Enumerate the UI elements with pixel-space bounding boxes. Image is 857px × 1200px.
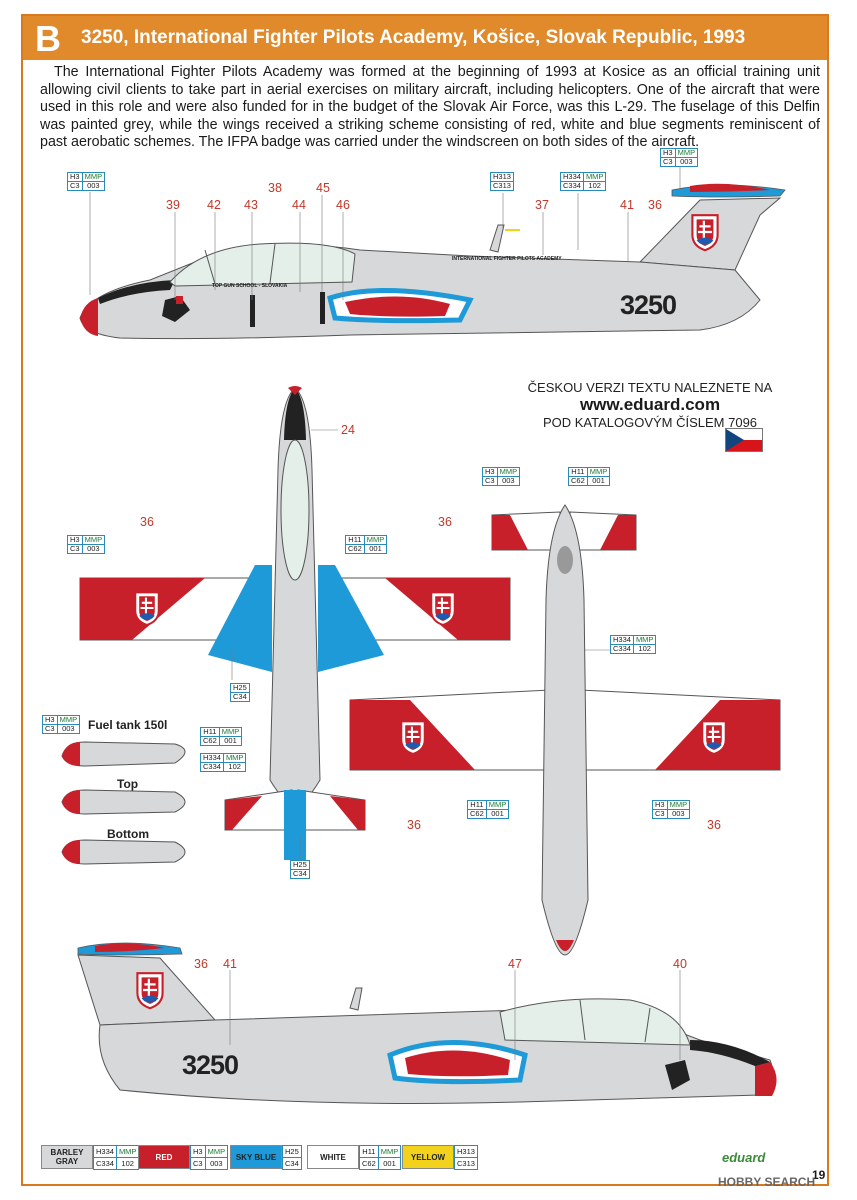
- topgun-marking: TOP GUN SCHOOL - SLOVAKIA: [212, 283, 288, 289]
- callout-number: 36: [407, 818, 421, 832]
- description-text: The International Fighter Pilots Academy…: [40, 64, 820, 150]
- side-profile-right: [77, 942, 777, 1104]
- callout-number: 45: [316, 181, 330, 195]
- legend-swatch: WHITE: [307, 1145, 359, 1169]
- czech-note-line3: POD KATALOGOVÝM ČÍSLEM 7096: [542, 415, 758, 430]
- fuel-tanks: [61, 741, 186, 865]
- callout-number: 43: [244, 198, 258, 212]
- profile-title: 3250, International Fighter Pilots Acade…: [81, 27, 746, 48]
- callout-number: 36: [707, 818, 721, 832]
- legend-swatch: YELLOW: [402, 1145, 454, 1169]
- profile-header: B 3250, International Fighter Pilots Aca…: [23, 16, 827, 60]
- callout-number: 36: [438, 515, 452, 529]
- fuel-tank-label: Fuel tank 150l: [88, 718, 168, 732]
- page-number: 19: [812, 1168, 826, 1182]
- tank-bottom-label: Bottom: [107, 827, 149, 841]
- profile-letter: B: [35, 18, 61, 59]
- side-profile-left: [79, 183, 786, 340]
- legend-swatch: BARLEY GRAY: [41, 1145, 93, 1169]
- serial-number-right: 3250: [182, 1050, 239, 1080]
- serial-number-left: 3250: [620, 290, 677, 320]
- bottom-view: [349, 504, 781, 956]
- czech-note-line1: ČESKOU VERZI TEXTU NALEZNETE NA: [527, 380, 773, 395]
- page-frame: [21, 14, 829, 1186]
- legend-swatch: SKY BLUE: [230, 1145, 282, 1169]
- callout-number: 44: [292, 198, 306, 212]
- callout-number: 39: [166, 198, 180, 212]
- czech-note: ČESKOU VERZI TEXTU NALEZNETE NA www.edua…: [520, 380, 780, 430]
- callout-number: 41: [620, 198, 634, 212]
- callout-number: 37: [535, 198, 549, 212]
- callout-number: 46: [336, 198, 350, 212]
- tank-top-label: Top: [117, 777, 139, 791]
- callout-number: 38: [268, 181, 282, 195]
- callout-number: 41: [223, 957, 237, 971]
- callout-number: 36: [648, 198, 662, 212]
- callout-number: 36: [140, 515, 154, 529]
- czech-note-url[interactable]: www.eduard.com: [579, 395, 721, 414]
- callout-number: 47: [508, 957, 522, 971]
- callout-number: 42: [207, 198, 221, 212]
- top-view: [79, 386, 511, 860]
- academy-marking: INTERNATIONAL FIGHTER PILOTS ACADEMY: [452, 256, 562, 262]
- eduard-logo: eduard: [722, 1150, 766, 1165]
- callout-number: 24: [341, 423, 355, 437]
- legend-swatch: RED: [138, 1145, 190, 1169]
- callout-number: 36: [194, 957, 208, 971]
- callout-number: 40: [673, 957, 687, 971]
- watermark: HOBBY SEARCH: [718, 1175, 816, 1189]
- czech-flag-icon: [725, 428, 763, 452]
